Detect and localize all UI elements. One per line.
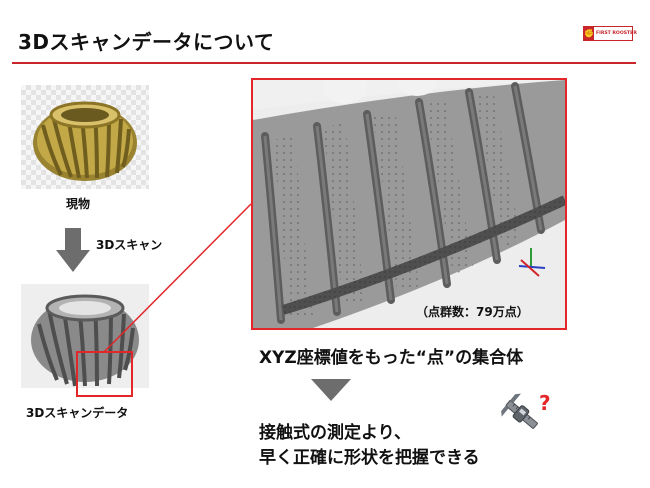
header-divider	[12, 62, 636, 64]
point-count-label: （点群数：79万点）	[416, 305, 529, 319]
down-arrow-icon	[311, 379, 351, 405]
logo-text: FIRST ROOSTER	[595, 31, 637, 36]
caliper-icon	[497, 390, 543, 444]
down-arrow-icon	[56, 228, 90, 276]
point-cloud-zoom	[251, 78, 567, 330]
logo-mark-icon: ✊	[584, 27, 594, 40]
axis-triad-icon	[518, 248, 546, 277]
conclusion-line-1: 接触式の測定より、	[259, 423, 411, 443]
zoom-region-box	[76, 351, 133, 397]
question-mark: ?	[539, 391, 551, 415]
real-object-caption: 現物	[66, 197, 91, 211]
scan-data-caption: 3Dスキャンデータ	[26, 406, 129, 420]
slide-title: 3Dスキャンデータについて	[18, 30, 275, 54]
conclusion-line-2: 早く正確に形状を把握できる	[259, 448, 480, 468]
scan-step-label: 3Dスキャン	[96, 238, 163, 252]
point-set-description: XYZ座標値をもった“点”の集合体	[259, 348, 524, 368]
real-object-photo	[21, 85, 149, 189]
company-logo: ✊ FIRST ROOSTER	[583, 26, 637, 41]
